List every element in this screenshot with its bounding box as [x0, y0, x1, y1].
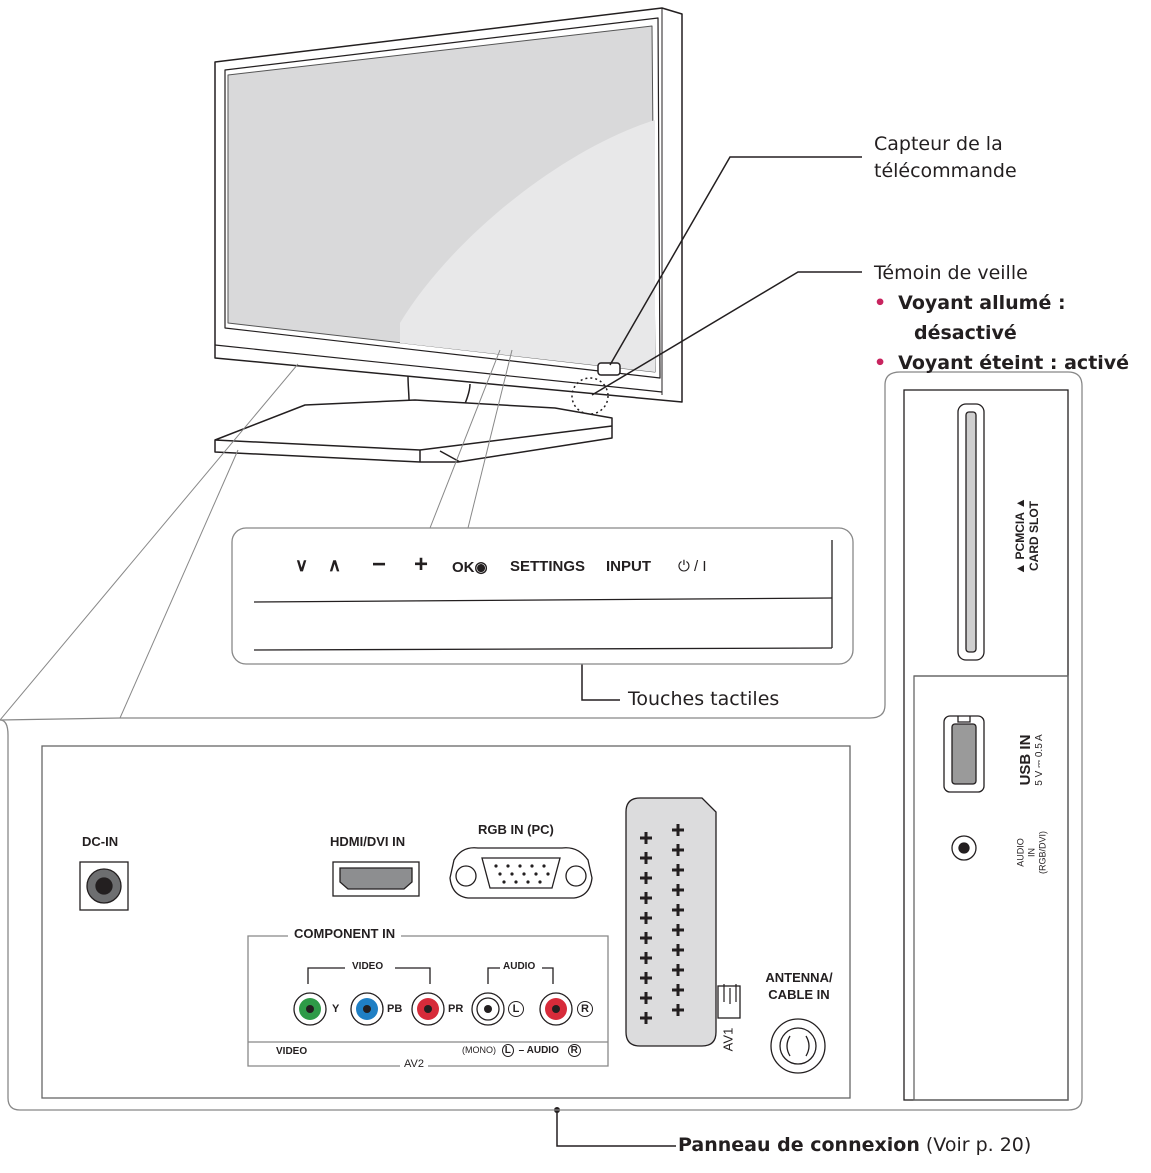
touch-key-power: ⏻ / I [678, 558, 707, 575]
touch-key-plus: + [414, 551, 429, 578]
mono-text: (MONO) [462, 1045, 496, 1055]
standby-callout: Témoin de veille • Voyant allumé : désact… [874, 258, 1129, 378]
rgb-label: RGB IN (PC) [478, 822, 554, 837]
tv-monitor [214, 7, 683, 415]
touch-key-settings: SETTINGS [510, 558, 586, 575]
hdmi-label: HDMI/DVI IN [330, 834, 406, 849]
standby-item-on: • Voyant allumé : [874, 288, 1129, 318]
standby-item-off: • Voyant éteint : activé [874, 348, 1129, 378]
remote-sensor-line2: télécommande [874, 160, 1017, 182]
antenna-line1: ANTENNA/ [765, 970, 833, 985]
panel-callout: Panneau de connexion (Voir p. 20) [678, 1132, 1031, 1159]
component-video-label: VIDEO [352, 961, 384, 972]
av1-label: AV1 [720, 1027, 736, 1052]
bullet-icon: • [874, 292, 887, 314]
usb-rating: 5 V ⎓ 0.5 A [1034, 734, 1045, 786]
jack-r-label: R [577, 1001, 593, 1017]
usb-label-text: USB IN [1017, 734, 1034, 786]
touch-keys-callout: Touches tactiles [628, 688, 780, 710]
remote-sensor-callout: Capteur de la télécommande [874, 131, 1017, 185]
dc-in-label: DC-IN [82, 834, 119, 849]
standby-title: Témoin de veille [874, 262, 1028, 284]
mono-audio: – AUDIO [518, 1045, 559, 1056]
touch-key-down: ∨ [295, 555, 309, 575]
audio-in-line1: AUDIO [1015, 838, 1026, 867]
touch-key-up: ∧ [328, 555, 342, 575]
bottom-video-label: VIDEO [276, 1046, 308, 1057]
component-audio-label: AUDIO [503, 961, 536, 972]
jack-l-label: L [508, 1001, 524, 1017]
remote-sensor-line1: Capteur de la [874, 133, 1003, 155]
bullet-icon: • [874, 352, 887, 374]
jack-y-label: Y [332, 1003, 340, 1015]
component-title: COMPONENT IN [288, 926, 402, 941]
standby-item-off-line1: Voyant éteint : activé [898, 352, 1130, 374]
usb-label: USB IN 5 V ⎓ 0.5 A [1017, 705, 1047, 815]
audio-in-label: AUDIO IN (RGB/DVI) [1016, 813, 1049, 893]
panel-callout-label: Panneau de connexion [678, 1134, 920, 1156]
mono-l: L [501, 1044, 514, 1057]
pcmcia-line2: CARD SLOT [1027, 501, 1041, 571]
tv-stand [214, 375, 613, 463]
pcmcia-line1: ▲ PCMCIA ▲ [1013, 497, 1027, 575]
audio-in-line3: (RGB/DVI) [1037, 831, 1048, 875]
pcmcia-label: ▲ PCMCIA ▲ CARD SLOT [1013, 471, 1041, 601]
standby-item-on-line1: Voyant allumé : [898, 292, 1066, 314]
touch-key-ok: OK◉ [452, 559, 488, 576]
av2-label: AV2 [400, 1058, 428, 1070]
mono-label: (MONO) L – AUDIO R [462, 1044, 581, 1057]
audio-in-line2: IN [1026, 848, 1037, 857]
antenna-label: ANTENNA/ CABLE IN [752, 969, 846, 1003]
mono-r: R [567, 1044, 581, 1057]
panel-callout-ref: (Voir p. 20) [925, 1134, 1032, 1156]
touch-key-input: INPUT [606, 558, 651, 575]
jack-pb-label: PB [387, 1003, 403, 1015]
touch-key-minus: − [372, 551, 387, 578]
standby-item-on-line2: désactivé [914, 322, 1017, 344]
jack-pr-label: PR [448, 1003, 464, 1015]
antenna-line2: CABLE IN [768, 987, 830, 1002]
